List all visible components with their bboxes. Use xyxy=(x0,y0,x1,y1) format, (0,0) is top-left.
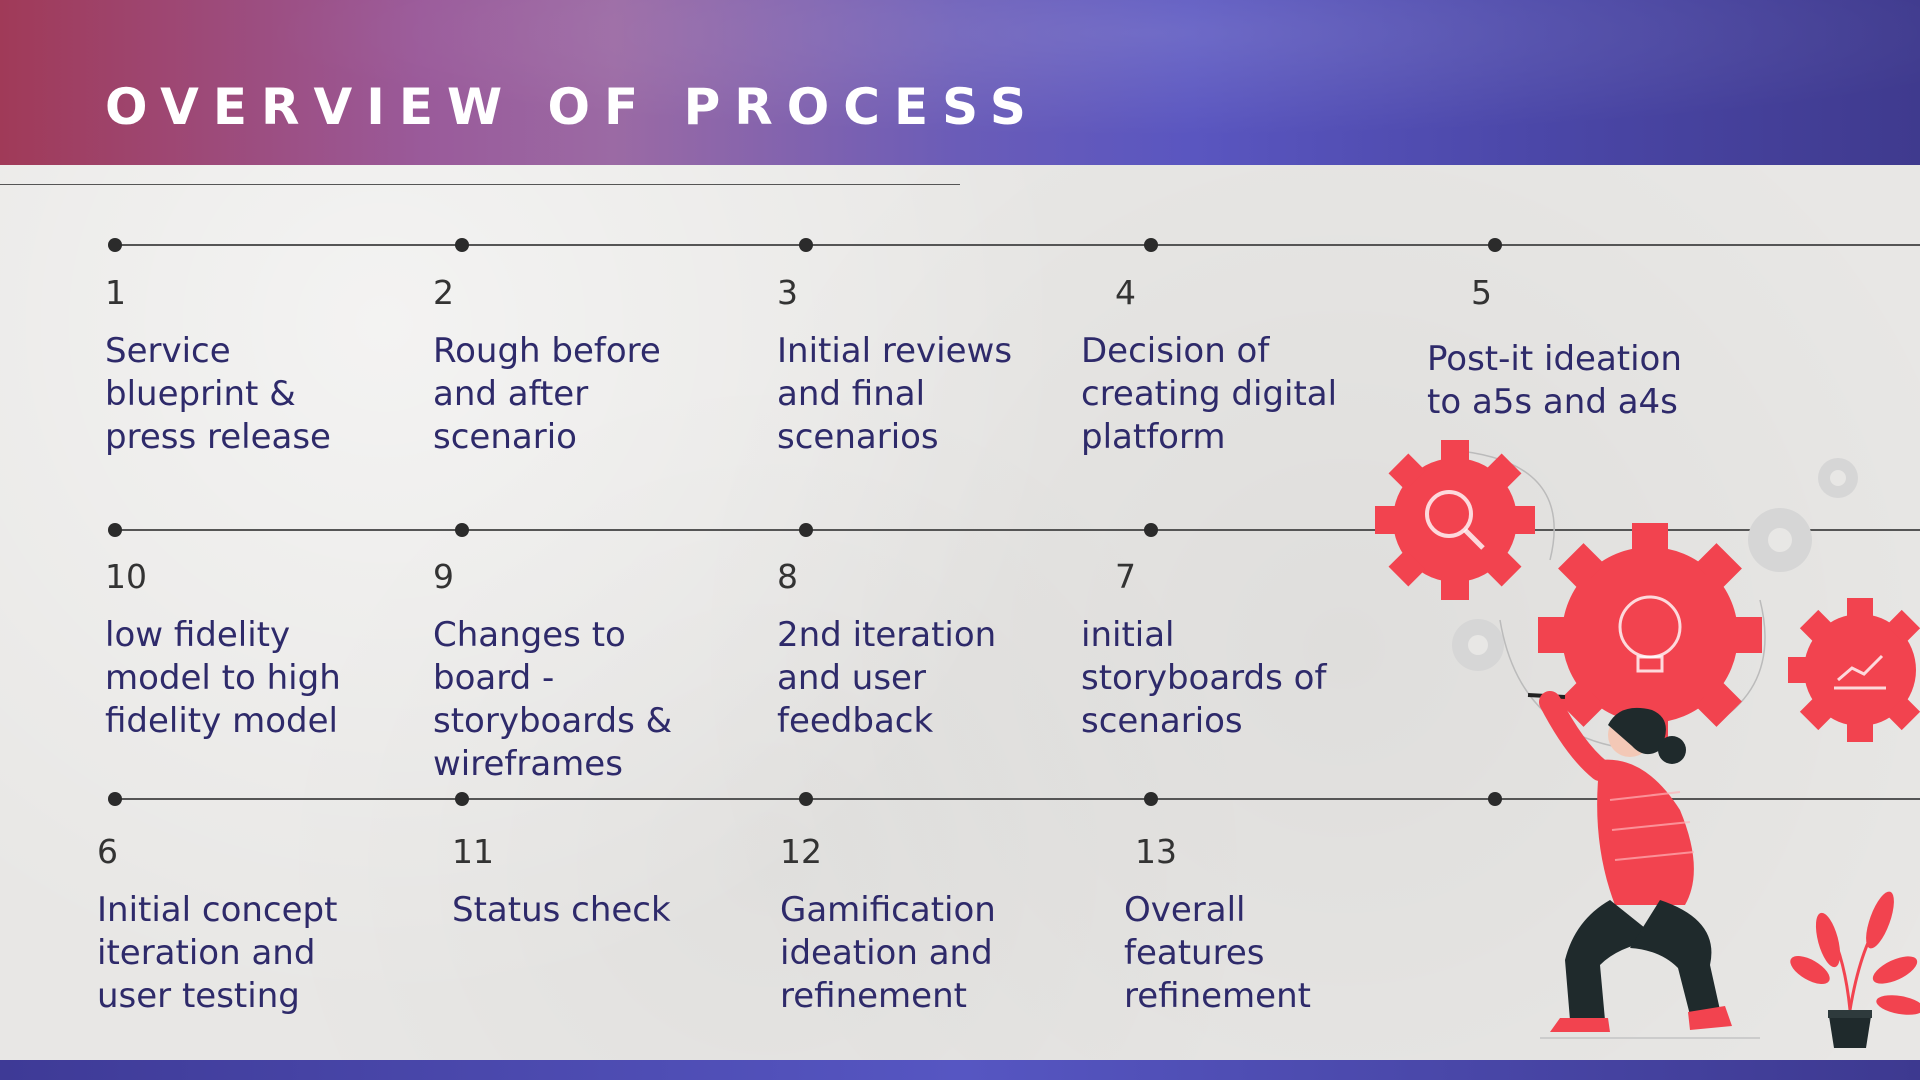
timeline-dot xyxy=(799,523,813,537)
step-label: initial storyboards of scenarios xyxy=(1081,615,1327,741)
timeline-row-1 xyxy=(115,244,1920,246)
step-number: 6 xyxy=(97,832,118,871)
person-drawing-illustration xyxy=(1527,691,1760,1039)
process-step-7: 7 initial storyboards of scenarios xyxy=(1081,560,1326,743)
process-step-6: 6 Initial concept iteration and user tes… xyxy=(97,835,337,1018)
timeline-dot xyxy=(108,792,122,806)
step-number: 2 xyxy=(433,273,454,312)
step-label: Changes to board - storyboards & wirefra… xyxy=(433,615,673,784)
step-number: 8 xyxy=(777,557,798,596)
step-label: Post-it ideation to a5s and a4s xyxy=(1427,339,1682,422)
process-step-3: 3 Initial reviews and final scenarios xyxy=(777,276,1012,459)
step-label: Rough before and after scenario xyxy=(433,331,661,457)
faint-gear-icon xyxy=(1452,458,1858,671)
timeline-dot xyxy=(455,792,469,806)
step-label: Overall features refinement xyxy=(1124,890,1311,1016)
step-label: Decision of creating digital platform xyxy=(1081,331,1338,457)
step-number: 9 xyxy=(433,557,454,596)
process-step-9: 9 Changes to board - storyboards & wiref… xyxy=(433,560,672,786)
process-step-5: 5 Post-it ideation to a5s and a4s xyxy=(1427,276,1682,424)
timeline-dot xyxy=(455,238,469,252)
step-number: 10 xyxy=(105,557,147,596)
timeline-dot xyxy=(1144,238,1158,252)
process-step-4: 4 Decision of creating digital platform xyxy=(1081,276,1337,459)
step-number: 1 xyxy=(105,273,126,312)
timeline-row-2 xyxy=(115,529,1920,531)
header-banner xyxy=(0,0,1920,165)
step-number: 13 xyxy=(1135,832,1177,871)
step-number: 12 xyxy=(780,832,822,871)
step-number: 11 xyxy=(452,832,494,871)
step-label: low fidelity model to high fidelity mode… xyxy=(105,615,341,741)
timeline-dot xyxy=(799,792,813,806)
timeline-dot xyxy=(1144,792,1158,806)
page-title: OVERVIEW OF PROCESS xyxy=(105,78,1040,136)
timeline-dot xyxy=(108,238,122,252)
timeline-dot xyxy=(108,523,122,537)
process-step-1: 1 Service blueprint & press release xyxy=(105,276,331,459)
step-number: 7 xyxy=(1115,557,1136,596)
step-label: 2nd iteration and user feedback xyxy=(777,615,997,741)
timeline-dot xyxy=(1144,523,1158,537)
step-number: 5 xyxy=(1471,273,1492,312)
header-divider xyxy=(0,184,960,185)
potted-plant-illustration xyxy=(1790,891,1920,1048)
timeline-dot xyxy=(455,523,469,537)
timeline-row-3 xyxy=(115,798,1920,800)
timeline-dot xyxy=(1488,792,1502,806)
timeline-dot xyxy=(799,238,813,252)
process-step-12: 12 Gamification ideation and refinement xyxy=(780,835,996,1018)
step-number: 3 xyxy=(777,273,798,312)
process-illustration xyxy=(1375,440,1920,1048)
step-label: Status check xyxy=(452,890,671,930)
step-label: Gamification ideation and refinement xyxy=(780,890,996,1016)
process-step-10: 10 low fidelity model to high fidelity m… xyxy=(105,560,341,743)
footer-bar xyxy=(0,1060,1920,1080)
step-label: Initial concept iteration and user testi… xyxy=(97,890,338,1016)
process-step-2: 2 Rough before and after scenario xyxy=(433,276,661,459)
process-step-8: 8 2nd iteration and user feedback xyxy=(777,560,996,743)
step-number: 4 xyxy=(1115,273,1136,312)
chart-gear-icon xyxy=(1788,598,1920,742)
process-step-13: 13 Overall features refinement xyxy=(1124,835,1311,1018)
search-gear-icon xyxy=(1375,440,1535,600)
step-label: Service blueprint & press release xyxy=(105,331,331,457)
process-step-11: 11 Status check xyxy=(452,835,671,932)
step-label: Initial reviews and final scenarios xyxy=(777,331,1013,457)
timeline-dot xyxy=(1488,238,1502,252)
